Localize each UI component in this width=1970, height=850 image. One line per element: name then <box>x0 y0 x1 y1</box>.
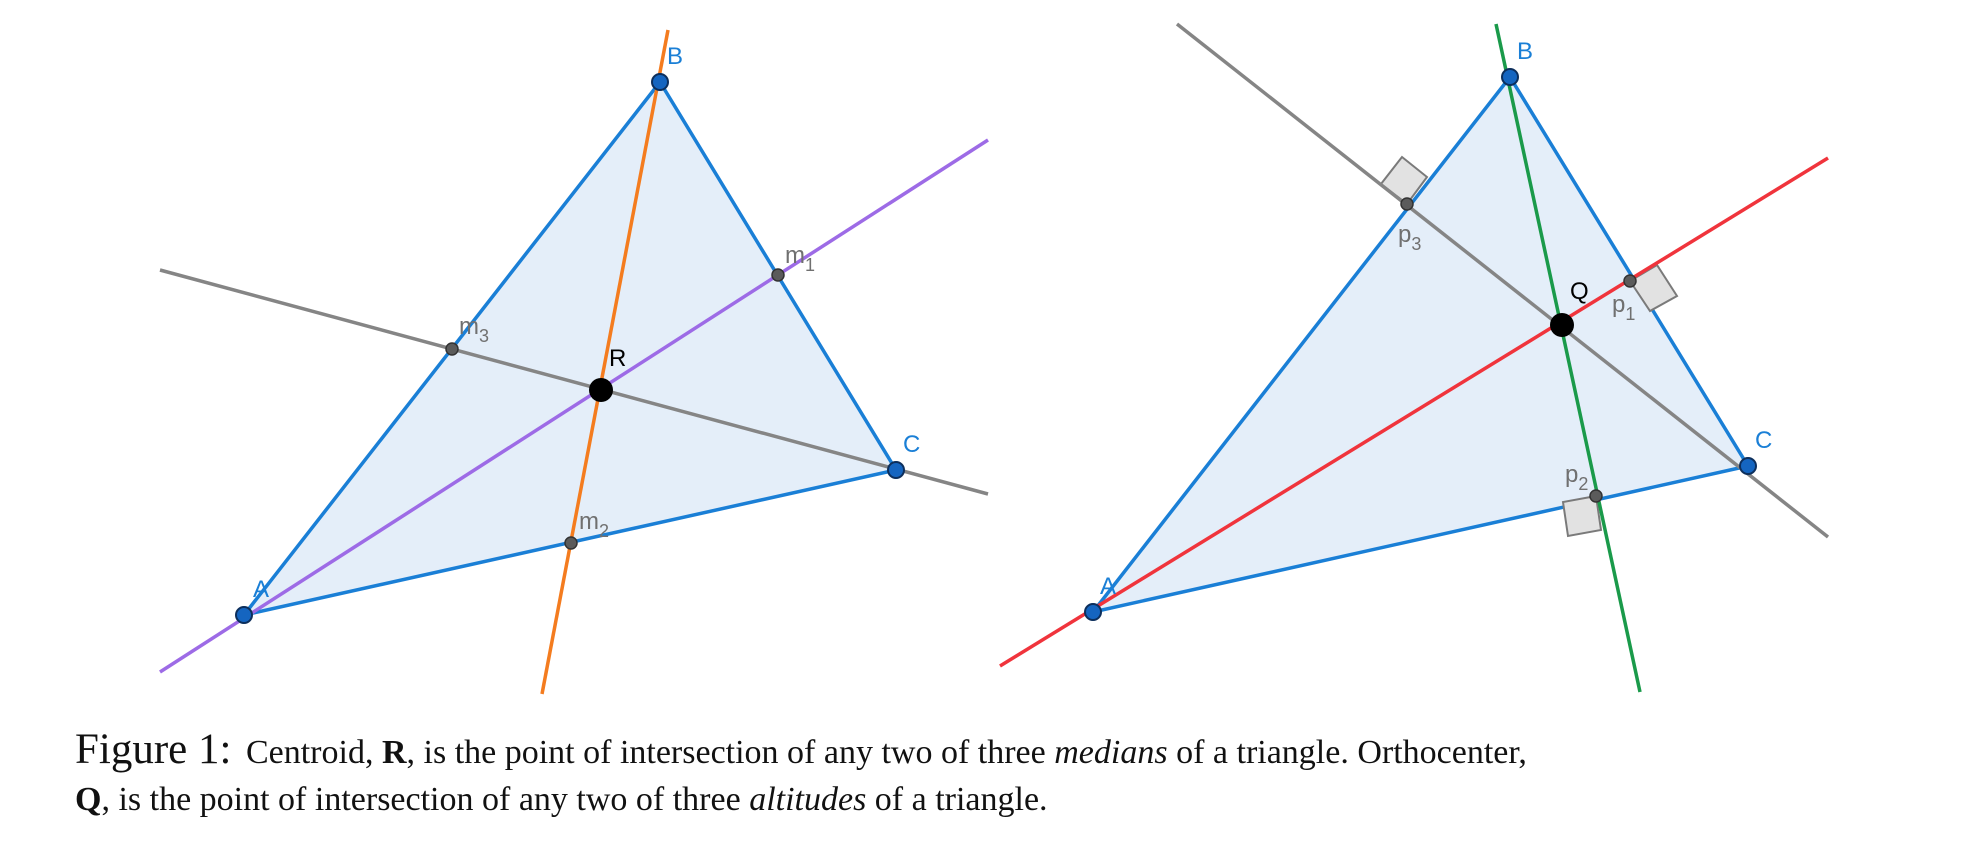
altitude-a-line <box>999 156 1829 668</box>
label-m3-base: m <box>459 313 479 340</box>
caption-text-1: Centroid, <box>245 734 382 771</box>
label-p3: p3 <box>1398 221 1421 254</box>
label-a-left: A <box>253 576 269 603</box>
altitude-b-line <box>1494 23 1642 693</box>
point-m1 <box>771 268 785 282</box>
label-q: Q <box>1570 278 1589 305</box>
label-p2-base: p <box>1565 461 1578 488</box>
point-p2 <box>1589 489 1603 503</box>
label-m2-base: m <box>579 508 599 535</box>
altitude-c-line <box>1175 22 1830 539</box>
label-p1: p1 <box>1612 291 1635 324</box>
point-p1 <box>1623 274 1637 288</box>
median-b-line <box>540 29 670 695</box>
caption-centroid-symbol: R <box>381 734 407 771</box>
point-m2 <box>564 536 578 550</box>
caption-text-4: , is the point of intersection of any tw… <box>101 781 750 818</box>
median-a-line <box>159 138 989 674</box>
label-m3: m3 <box>459 313 489 346</box>
caption-text-5: of a triangle. <box>866 781 1048 818</box>
figure-caption: Figure 1: Centroid, R, is the point of i… <box>75 726 1905 823</box>
median-c-line <box>159 268 989 496</box>
label-p2: p2 <box>1565 461 1588 494</box>
right-angle-marker-p2 <box>1561 494 1603 538</box>
vertex-a-right <box>1084 603 1102 621</box>
label-p1-sub: 1 <box>1625 304 1635 324</box>
centroid-point-r <box>589 378 613 402</box>
point-m3 <box>445 342 459 356</box>
point-p3 <box>1400 197 1414 211</box>
vertex-b-right <box>1501 68 1519 86</box>
label-b-right: B <box>1517 38 1533 65</box>
triangle-abc-right <box>1091 75 1750 614</box>
label-a-right: A <box>1100 573 1116 600</box>
label-m3-sub: 3 <box>479 326 489 346</box>
orthocenter-point-q <box>1550 313 1574 337</box>
label-b-left: B <box>667 43 683 70</box>
orthocenter-diagram: A B C Q p1 p2 p3 <box>999 22 1830 693</box>
label-m2-sub: 2 <box>599 521 609 541</box>
vertex-b-left <box>651 73 669 91</box>
label-r: R <box>609 345 626 372</box>
label-m1-sub: 1 <box>805 255 815 275</box>
label-c-left: C <box>903 431 920 458</box>
label-m1: m1 <box>785 242 815 275</box>
label-c-right: C <box>1755 427 1772 454</box>
vertex-c-left <box>887 461 905 479</box>
label-m1-base: m <box>785 242 805 269</box>
caption-medians: medians <box>1054 734 1168 771</box>
caption-text-3: of a triangle. Orthocenter, <box>1167 734 1527 771</box>
label-p3-base: p <box>1398 221 1411 248</box>
label-m2: m2 <box>579 508 609 541</box>
centroid-diagram: A B C R m1 m2 m3 <box>159 29 989 695</box>
figure-number: Figure 1: <box>75 726 232 773</box>
label-p2-sub: 2 <box>1578 474 1588 494</box>
label-p3-sub: 3 <box>1411 234 1421 254</box>
caption-text-2: , is the point of intersection of any tw… <box>406 734 1055 771</box>
vertex-a-left <box>235 606 253 624</box>
caption-orthocenter-symbol: Q <box>75 781 102 818</box>
triangle-abc-left <box>242 80 898 617</box>
vertex-c-right <box>1739 457 1757 475</box>
label-p1-base: p <box>1612 291 1625 318</box>
caption-altitudes: altitudes <box>749 781 867 818</box>
